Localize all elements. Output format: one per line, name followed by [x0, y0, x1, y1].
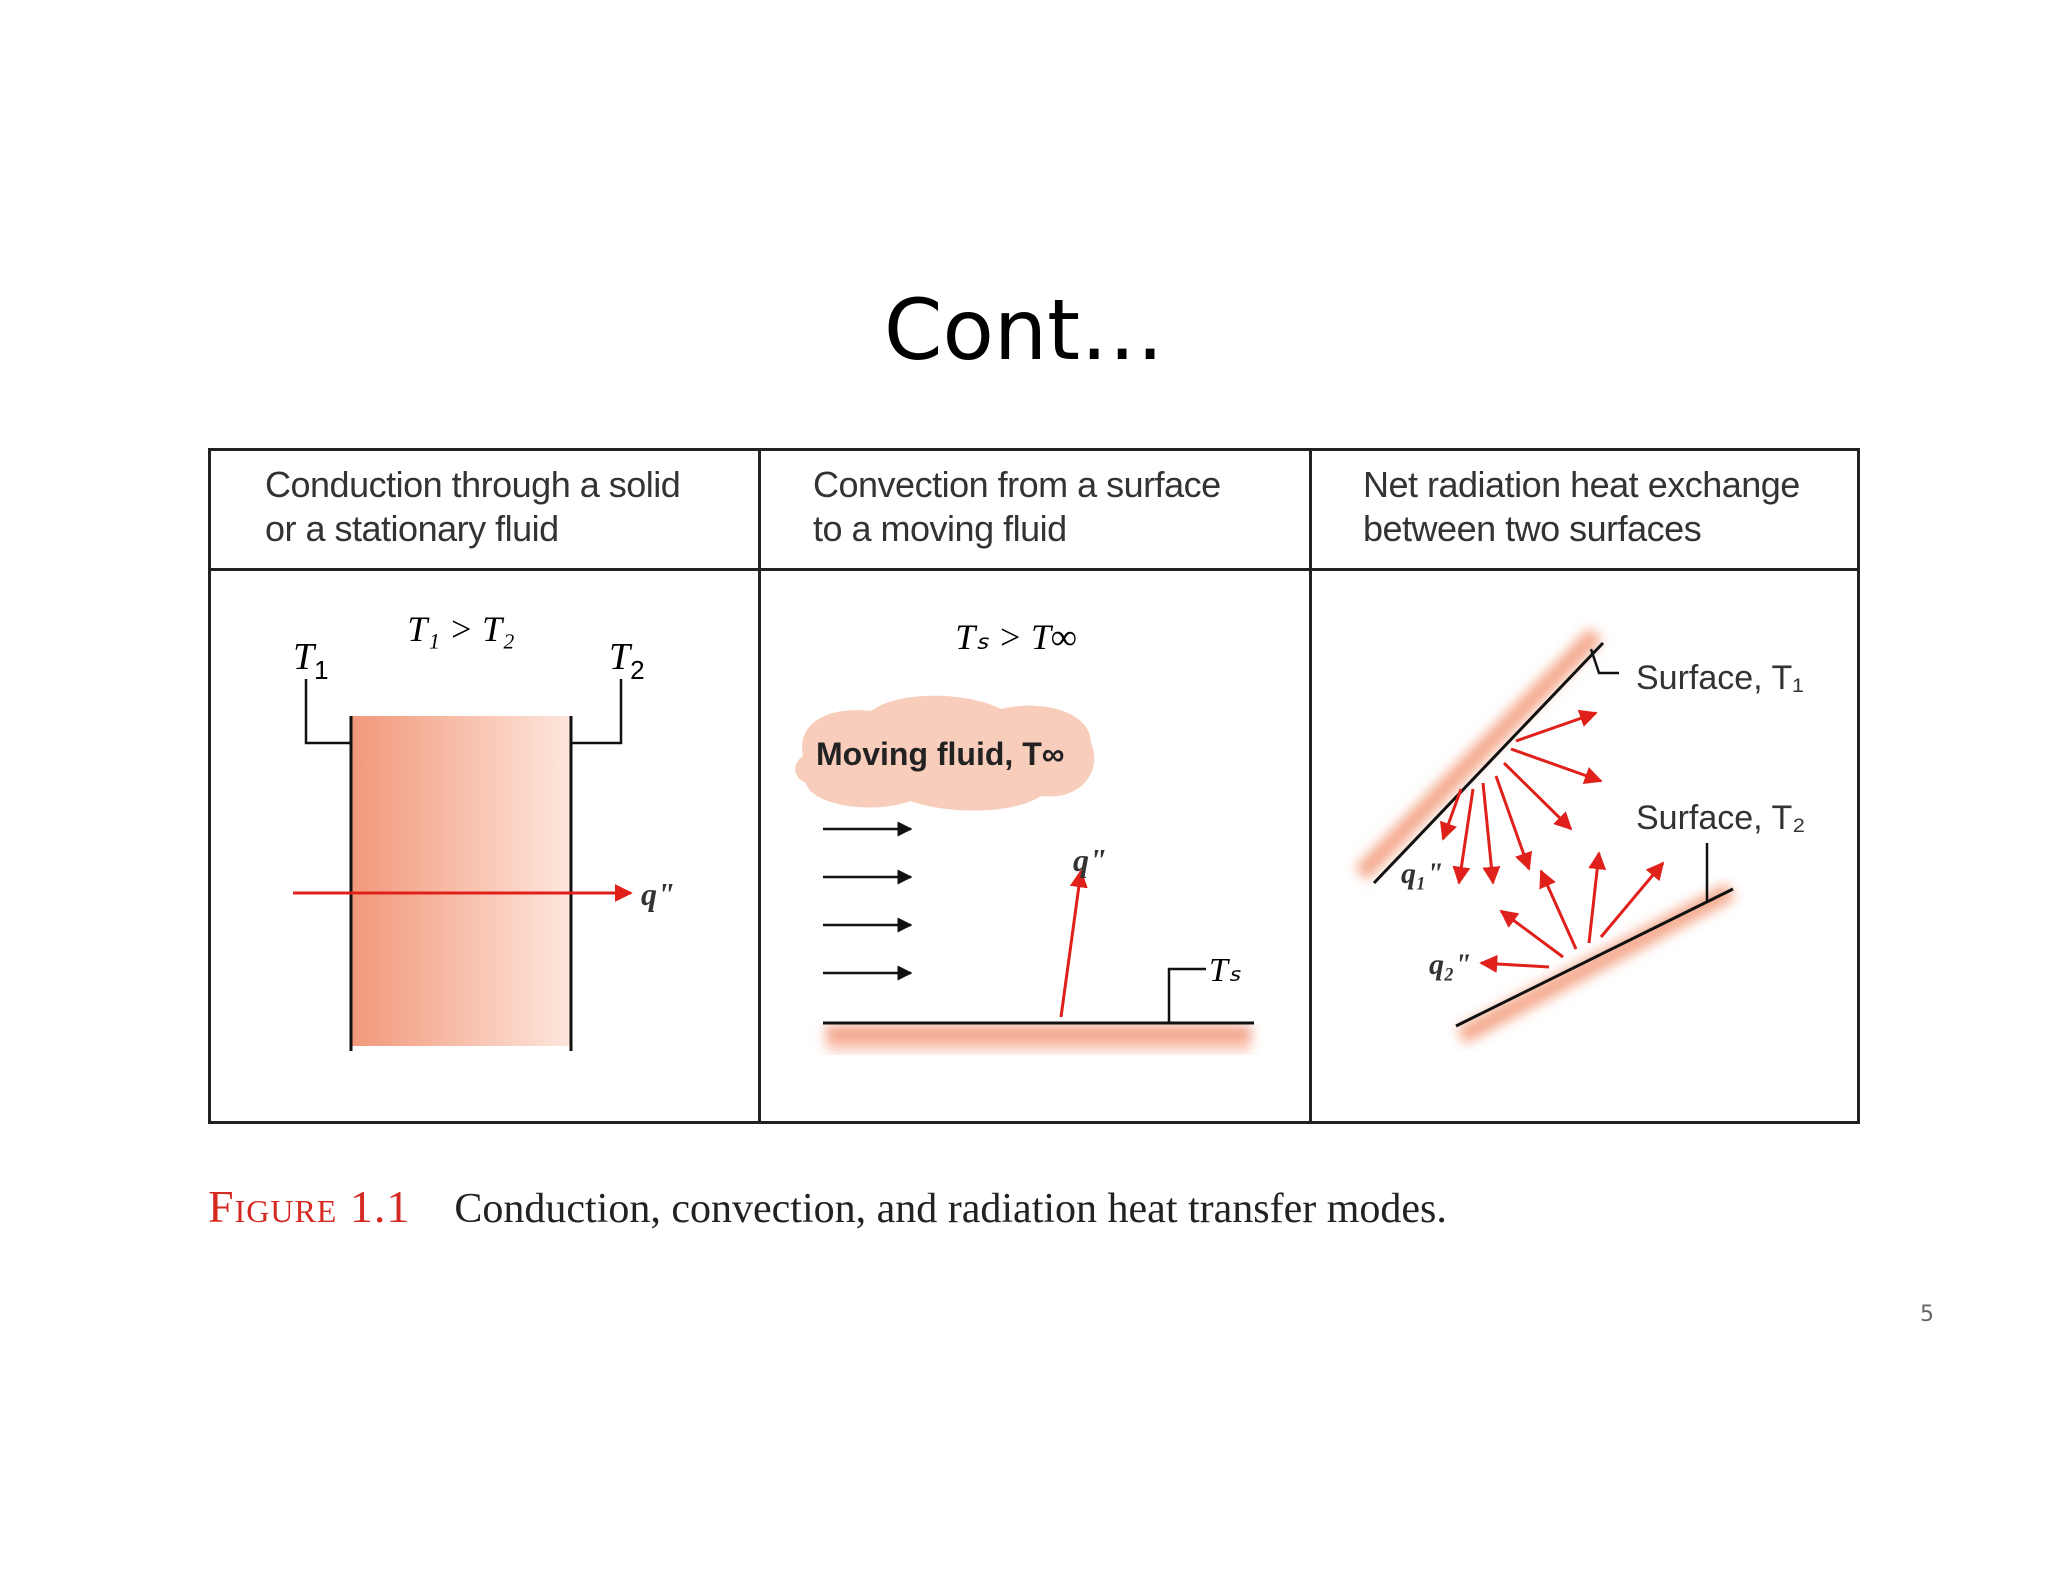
heat-transfer-diagram: T1 T2 T₁ > T₂ q" Tₛ > T∞ Moving fluid, T… [293, 609, 1805, 1052]
solid-slab [351, 716, 571, 1046]
caption-text: Conduction, convection, and radiation he… [454, 1186, 1447, 1232]
radiation-arrow [1510, 747, 1603, 785]
page-number: 5 [1920, 1302, 1934, 1327]
heated-plate [826, 1026, 1251, 1052]
surface-2-shading [1456, 883, 1736, 1044]
convection-flux-arrow [1059, 869, 1088, 1018]
radiation-panel: Surface, T₁ Surface, T₂ q₁" q₂" [1354, 627, 1805, 1044]
radiation-arrow [1587, 851, 1607, 944]
surface-2-label: Surface, T₂ [1636, 799, 1805, 837]
t1-leader [304, 679, 351, 745]
q1-flux-label: q₁" [1401, 857, 1443, 890]
header-line: Net radiation heat exchange [1363, 464, 1800, 505]
header-conduction: Conduction through a solid or a stationa… [265, 463, 681, 551]
t2-leader [571, 679, 623, 745]
conduction-panel: T1 T2 T₁ > T₂ q" [293, 609, 675, 1051]
convection-panel: Tₛ > T∞ Moving fluid, T∞ q" Tₛ [795, 617, 1254, 1052]
surface-leader [1167, 967, 1206, 1023]
surface-1-label: Surface, T₁ [1636, 659, 1804, 697]
header-convection: Convection from a surface to a moving fl… [813, 463, 1221, 551]
header-line: Convection from a surface [813, 464, 1221, 505]
radiation-arrow [1481, 782, 1501, 885]
surface-1 [1372, 641, 1605, 885]
radiation-arrow [1599, 861, 1665, 938]
radiation-arrow [1515, 709, 1598, 743]
radiation-arrow [1539, 869, 1578, 950]
surface-1-shading [1354, 627, 1603, 881]
column-divider [758, 451, 761, 1121]
header-radiation: Net radiation heat exchange between two … [1363, 463, 1800, 551]
header-row [211, 451, 1857, 571]
moving-fluid-cloud [795, 695, 1095, 811]
moving-fluid-label: Moving fluid, T∞ [816, 736, 1065, 772]
header-line: Conduction through a solid [265, 464, 681, 505]
radiation-arrow [1479, 954, 1550, 973]
convection-flux-label: q" [1073, 842, 1107, 878]
header-line: between two surfaces [1363, 508, 1702, 549]
t2-label: T2 [609, 636, 645, 685]
slide-title: Cont… [883, 281, 1165, 379]
column-divider [1309, 451, 1312, 1121]
radiation-arrow [1499, 909, 1564, 959]
header-line: to a moving fluid [813, 508, 1067, 549]
t1-label: T1 [293, 636, 329, 685]
conduction-condition: T₁ > T₂ [407, 609, 514, 649]
header-line: or a stationary fluid [265, 508, 559, 549]
caption-label: Figure 1.1 [208, 1181, 411, 1232]
radiation-arrow [1502, 761, 1573, 831]
radiation-arrow [1452, 788, 1475, 885]
surface-2 [1455, 887, 1734, 1028]
figure-caption: Figure 1.1 Conduction, convection, and ra… [208, 1180, 1447, 1233]
conduction-flux-label: q" [641, 876, 675, 912]
convection-condition: Tₛ > T∞ [955, 617, 1076, 657]
figure-table: Conduction through a solid or a stationa… [208, 448, 1860, 1124]
radiation-arrow [1440, 788, 1463, 841]
q2-flux-label: q₂" [1429, 948, 1471, 981]
surface-temp-label: Tₛ [1209, 952, 1241, 989]
surface-1-leader [1589, 648, 1619, 675]
radiation-arrow [1494, 775, 1533, 871]
